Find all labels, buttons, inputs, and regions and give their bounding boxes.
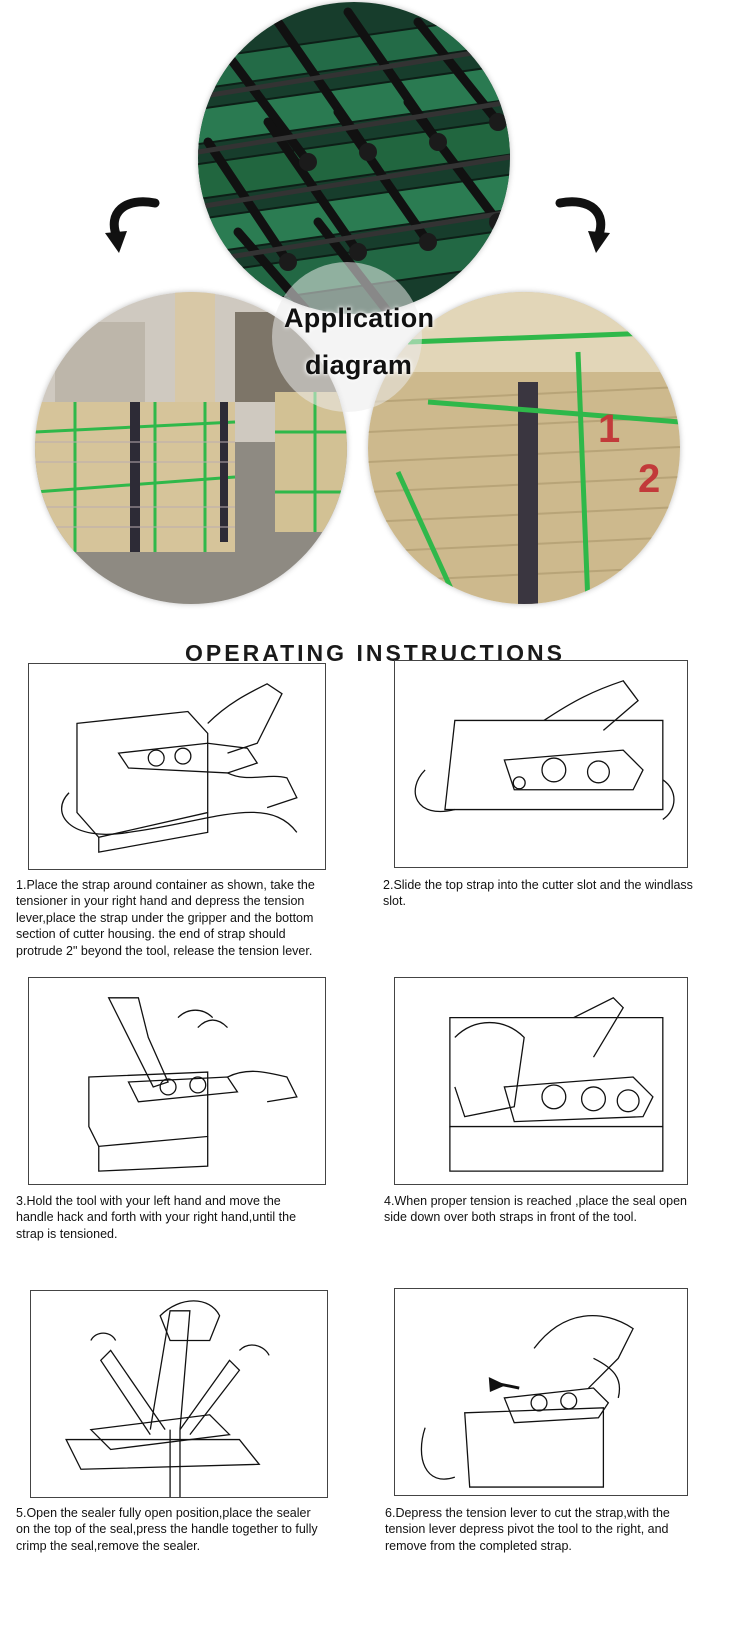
step-6-text: 6.Depress the tension lever to cut the s… (385, 1505, 705, 1554)
step-4-description: When proper tension is reached ,place th… (384, 1194, 687, 1225)
application-label-line2: diagram (305, 350, 413, 380)
step-1-number: 1. (16, 878, 27, 892)
step-3-number: 3. (16, 1194, 27, 1208)
step-5-number: 5. (16, 1506, 27, 1520)
step-6-illustration (394, 1288, 688, 1496)
step-1-description: Place the strap around container as show… (16, 878, 315, 958)
step-6-number: 6. (385, 1506, 396, 1520)
step-4-illustration (394, 977, 688, 1185)
step-5-text: 5.Open the sealer fully open position,pl… (16, 1505, 321, 1554)
step-2-number: 2. (383, 878, 394, 892)
application-label-line1: Application (284, 303, 435, 333)
application-diagram-overlay (272, 262, 422, 412)
step-3-description: Hold the tool with your left hand and mo… (16, 1194, 297, 1241)
curved-arrow-icon-right (555, 197, 610, 253)
step-1-illustration (28, 663, 326, 870)
step-2-description: Slide the top strap into the cutter slot… (383, 878, 693, 909)
svg-text:1: 1 (598, 407, 620, 451)
step-4-number: 4. (384, 1194, 395, 1208)
step-6-description: Depress the tension lever to cut the str… (385, 1506, 670, 1553)
step-1-text: 1.Place the strap around container as sh… (16, 877, 316, 959)
tools-photo (198, 2, 510, 314)
step-3-text: 3.Hold the tool with your left hand and … (16, 1193, 321, 1242)
curved-arrow-icon-left (105, 197, 160, 253)
svg-text:2: 2 (638, 457, 660, 501)
step-3-illustration (28, 977, 326, 1185)
step-5-illustration (30, 1290, 328, 1498)
step-2-text: 2.Slide the top strap into the cutter sl… (383, 877, 703, 910)
step-5-description: Open the sealer fully open position,plac… (16, 1506, 318, 1553)
step-2-illustration (394, 660, 688, 868)
step-4-text: 4.When proper tension is reached ,place … (384, 1193, 704, 1226)
